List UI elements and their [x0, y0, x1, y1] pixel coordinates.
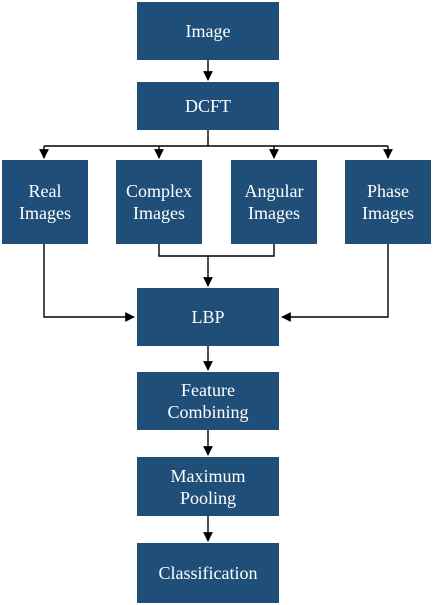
edge-real-lbp	[43, 244, 135, 322]
node-classification-label: Classification	[158, 563, 258, 583]
edge-dcft-split	[44, 130, 388, 147]
node-dcft: DCFT	[137, 82, 279, 130]
node-real-label-line1: Real	[28, 181, 62, 201]
node-pooling-label-line2: Pooling	[179, 487, 236, 508]
node-lbp-label: LBP	[191, 307, 225, 327]
edge-phase-lbp	[281, 244, 389, 322]
node-complex-label-line2: Images	[133, 203, 185, 223]
node-real-images: Real Images	[2, 160, 88, 244]
node-complex-label-line1: Complex	[126, 181, 192, 201]
node-feature-combining: Feature Combining	[137, 372, 279, 430]
node-complex-images: Complex Images	[116, 160, 202, 244]
node-phase-label-line1: Phase	[366, 181, 409, 201]
node-angular-label-line2: Images	[248, 203, 300, 223]
node-dcft-label: DCFT	[184, 96, 231, 116]
node-phase-images: Phase Images	[345, 160, 431, 244]
node-real-label-line2: Images	[19, 203, 71, 223]
node-maximum-pooling: Maximum Pooling	[137, 457, 279, 516]
node-phase-label-line2: Images	[362, 203, 414, 223]
node-classification: Classification	[137, 543, 279, 603]
node-angular-images: Angular Images	[231, 160, 317, 244]
node-feature-label-line2: Combining	[167, 402, 249, 422]
node-lbp: LBP	[137, 288, 279, 346]
node-angular-label-line1: Angular	[244, 181, 304, 201]
node-image: Image	[137, 2, 279, 60]
node-feature-label-line1: Feature	[181, 380, 235, 400]
node-image-label: Image	[185, 21, 231, 41]
node-pooling-label-line1: Maximum	[170, 465, 246, 486]
edge-complex-angular-merge	[158, 244, 275, 257]
